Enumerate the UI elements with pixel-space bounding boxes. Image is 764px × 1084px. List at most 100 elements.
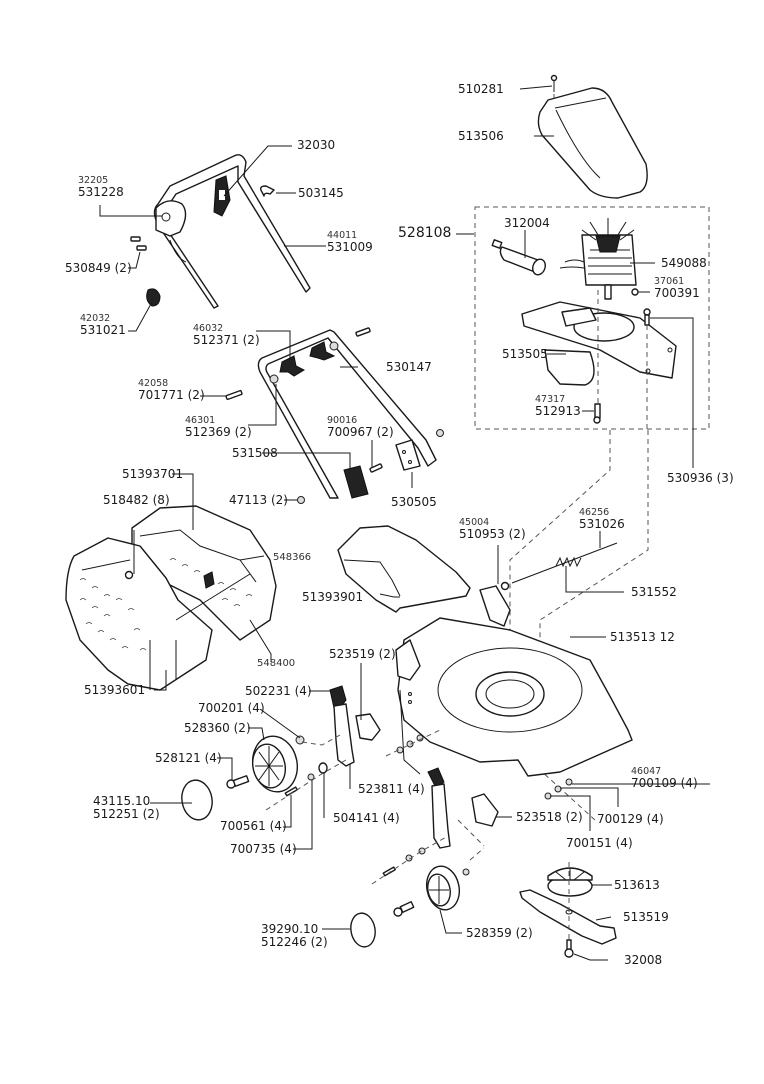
ref-45004: 45004 <box>459 517 490 528</box>
code-512371: 512371 (2) <box>193 333 260 347</box>
code-512251: 512251 (2) <box>93 807 160 821</box>
code-512369: 512369 (2) <box>185 425 252 439</box>
label-700201: 700201 (4) <box>198 701 265 715</box>
blade-adapter-drawing <box>547 867 593 897</box>
ref-42032: 42032 <box>80 313 111 324</box>
label-312004: 312004 <box>504 216 550 230</box>
switch-screw-drawing <box>130 236 147 251</box>
ref-90016: 90016 <box>327 415 358 426</box>
switch-box-drawing <box>155 200 187 263</box>
front-bracket-drawing <box>471 793 499 827</box>
code-531026: 531026 <box>579 517 625 531</box>
label-513506: 513506 <box>458 129 504 143</box>
ref-46032: 46032 <box>193 323 224 334</box>
motor-assembly-box <box>474 206 710 430</box>
label-530505: 530505 <box>391 495 437 509</box>
label-700129: 700129 (4) <box>597 812 664 826</box>
deck-drawing <box>395 585 633 777</box>
code-700109: 700109 (4) <box>631 776 698 790</box>
handle-screw-drawing <box>369 463 383 473</box>
code-700391: 700391 <box>654 286 700 300</box>
label-548366: 548366 <box>273 552 312 563</box>
handle-washer-drawing <box>329 341 339 351</box>
label-513519: 513519 <box>623 910 669 924</box>
mount-screw-drawing <box>643 308 651 326</box>
label-518482: 518482 (8) <box>103 493 170 507</box>
leader-lines <box>99 85 710 961</box>
wheel-nut-drawing <box>295 735 305 745</box>
code-512913: 512913 <box>535 404 581 418</box>
blade-bolt-drawing <box>564 939 574 958</box>
lower-handle-drawing <box>257 329 437 499</box>
front-wheel-drawing <box>425 865 461 911</box>
motor-cover-drawing <box>537 87 648 199</box>
handle-nut-drawing <box>436 429 444 437</box>
label-513513: 513513 12 <box>610 630 675 644</box>
ref-39290-10: 39290.10 <box>261 922 319 936</box>
label-513613: 513613 <box>614 878 660 892</box>
label-700735: 700735 (4) <box>230 842 297 856</box>
capacitor-drawing <box>491 239 546 276</box>
grassbox-bottom-drawing <box>65 537 213 691</box>
cable-clip-drawing <box>259 185 275 197</box>
label-530936: 530936 (3) <box>667 471 734 485</box>
label-32030: 32030 <box>297 138 336 152</box>
front-hubcap-drawing <box>350 912 376 948</box>
flap-rod-drawing <box>511 542 618 584</box>
front-wheel-bolt-drawing <box>393 901 415 917</box>
grassbox-latch-drawing <box>203 571 215 589</box>
ref-43115-10: 43115.10 <box>93 794 151 808</box>
label-51393701: 51393701 <box>122 467 184 481</box>
label-700151: 700151 (4) <box>566 836 633 850</box>
label-502231: 502231 (4) <box>245 684 312 698</box>
grassbox-handle-drawing <box>175 573 251 621</box>
label-523519: 523519 (2) <box>329 647 396 661</box>
motor-mount-drawing <box>521 301 677 386</box>
motor-bolt-drawing <box>593 403 601 424</box>
grassbox-rivet-drawing <box>124 570 134 580</box>
label-510281: 510281 <box>458 82 504 96</box>
height-lever-drawing <box>329 685 355 767</box>
code-531009: 531009 <box>327 240 373 254</box>
label-549088: 549088 <box>661 256 707 270</box>
ref-37061: 37061 <box>654 276 685 287</box>
label-530849: 530849 (2) <box>65 261 132 275</box>
label-51393601: 51393601 <box>84 683 146 697</box>
front-lever-drawing <box>427 767 451 849</box>
label-531508: 531508 <box>232 446 278 460</box>
code-510953: 510953 (2) <box>459 527 526 541</box>
label-513505: 513505 <box>502 347 548 361</box>
ref-42058: 42058 <box>138 378 169 389</box>
ref-32205: 32205 <box>78 175 109 186</box>
rear-hubcap-drawing <box>181 779 213 821</box>
code-512246: 512246 (2) <box>261 935 328 949</box>
label-528360: 528360 (2) <box>184 721 251 735</box>
handle-bracket-right-drawing <box>395 439 421 471</box>
code-531228: 531228 <box>78 185 124 199</box>
ref-47317: 47317 <box>535 394 566 405</box>
ref-46256: 46256 <box>579 507 610 518</box>
label-503145: 503145 <box>298 186 344 200</box>
ref-46047: 46047 <box>631 766 662 777</box>
handle-nut-drawing <box>297 496 305 504</box>
lever-washers-drawing <box>284 762 328 797</box>
label-528108: 528108 <box>398 225 452 241</box>
label-47113: 47113 (2) <box>229 493 288 507</box>
wheel-bolt-drawing <box>226 775 250 789</box>
front-wheel-nut-drawing <box>462 868 470 876</box>
blade-drawing <box>519 889 617 945</box>
code-701771: 701771 (2) <box>138 388 205 402</box>
label-530147: 530147 <box>386 360 432 374</box>
label-700561: 700561 (4) <box>220 819 287 833</box>
